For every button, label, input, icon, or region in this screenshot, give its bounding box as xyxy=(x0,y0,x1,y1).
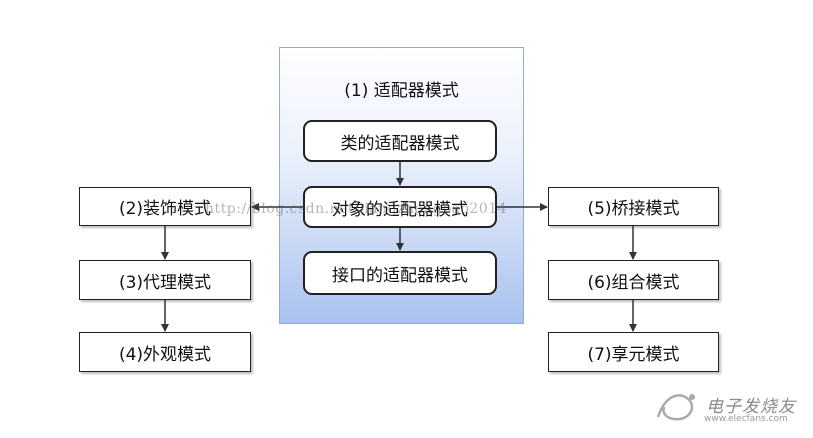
proxy-pattern-box: (3)代理模式 xyxy=(79,260,251,300)
object-adapter-box: 对象的适配器模式 xyxy=(303,186,497,228)
class-adapter-box: 类的适配器模式 xyxy=(303,120,497,162)
facade-pattern-box: (4)外观模式 xyxy=(79,332,251,372)
composite-pattern-box: (6)组合模式 xyxy=(548,260,719,300)
adapter-group-title: (1) 适配器模式 xyxy=(344,81,459,101)
elecfans-logo-icon xyxy=(656,394,695,421)
bridge-pattern-box: (5)桥接模式 xyxy=(548,187,719,226)
blog-watermark: http://blog.csdn.net/liangzhengbao2014 xyxy=(205,201,508,217)
flyweight-pattern-box: (7)享元模式 xyxy=(548,332,719,372)
logo-url: www.elecfans.com xyxy=(704,414,788,424)
decorator-pattern-box: (2)装饰模式 xyxy=(79,187,251,226)
interface-adapter-box: 接口的适配器模式 xyxy=(303,251,497,295)
logo-text: 电子发烧友 xyxy=(706,397,796,417)
